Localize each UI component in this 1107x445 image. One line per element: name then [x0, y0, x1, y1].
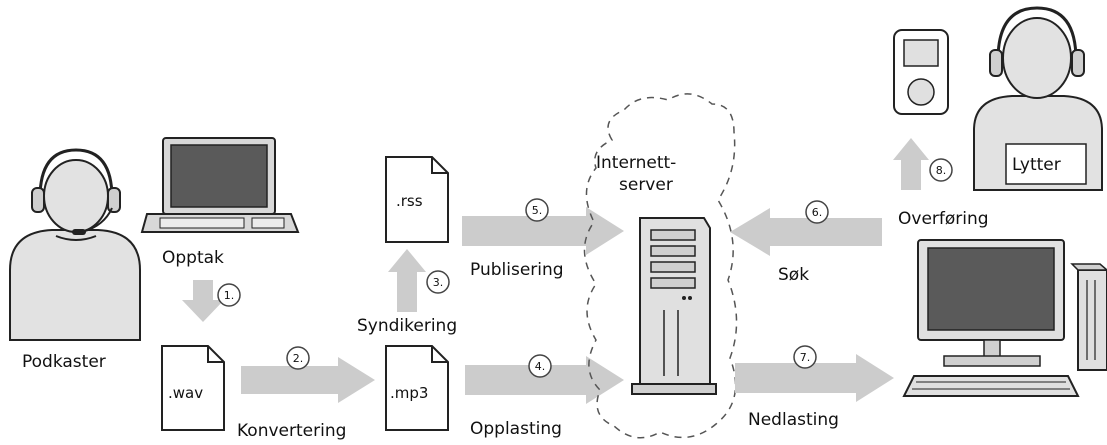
arrow-2-icon [241, 357, 375, 403]
svg-text:4.: 4. [535, 360, 546, 373]
podkaster-label: Podkaster [22, 352, 106, 372]
rss-label: .rss [396, 192, 423, 210]
rss-file-icon [385, 156, 449, 243]
konvertering-label: Konvertering [237, 421, 346, 441]
internettserver-label-line1: Internett- [596, 153, 676, 173]
mp3-file-icon [385, 345, 449, 431]
syndikering-label: Syndikering [357, 316, 457, 336]
lytter-label: Lytter [1012, 155, 1061, 175]
step-3-badge: 3. [426, 270, 450, 294]
podcaster-icon [9, 148, 141, 341]
svg-text:3.: 3. [433, 276, 444, 289]
arrow-7-icon [735, 354, 894, 402]
step-2-badge: 2. [286, 346, 310, 370]
svg-text:8.: 8. [936, 164, 947, 177]
step-8-badge: 8. [929, 158, 953, 182]
step-6-badge: 6. [805, 200, 829, 224]
sok-label: Søk [778, 265, 809, 285]
arrow-4-icon [465, 356, 624, 404]
step-5-badge: 5. [525, 198, 549, 222]
mp3-player-icon [893, 29, 949, 115]
svg-text:2.: 2. [293, 352, 304, 365]
svg-text:7.: 7. [800, 351, 811, 364]
arrow-6-icon [730, 208, 882, 256]
mp3-label: .mp3 [390, 384, 428, 402]
wav-file-icon [161, 345, 225, 431]
arrow-5-icon [462, 207, 624, 255]
internettserver-label-line2: server [619, 175, 673, 195]
svg-text:1.: 1. [224, 289, 235, 302]
laptop-icon [140, 137, 300, 233]
opptak-label: Opptak [162, 248, 224, 268]
listener-icon [973, 6, 1103, 191]
opplasting-label: Opplasting [470, 419, 562, 439]
arrow-1-icon [182, 280, 224, 322]
step-7-badge: 7. [793, 345, 817, 369]
publisering-label: Publisering [470, 260, 564, 280]
arrow-3-icon [388, 249, 426, 312]
svg-text:6.: 6. [812, 206, 823, 219]
nedlasting-label: Nedlasting [748, 410, 839, 430]
step-1-badge: 1. [217, 283, 241, 307]
step-4-badge: 4. [528, 354, 552, 378]
arrow-8-icon [893, 138, 929, 190]
wav-label: .wav [168, 384, 203, 402]
svg-text:5.: 5. [532, 204, 543, 217]
internet-cloud-outline [583, 93, 738, 439]
server-tower-icon [631, 217, 717, 395]
overforing-label: Overføring [898, 209, 989, 229]
desktop-computer-icon [902, 239, 1107, 397]
